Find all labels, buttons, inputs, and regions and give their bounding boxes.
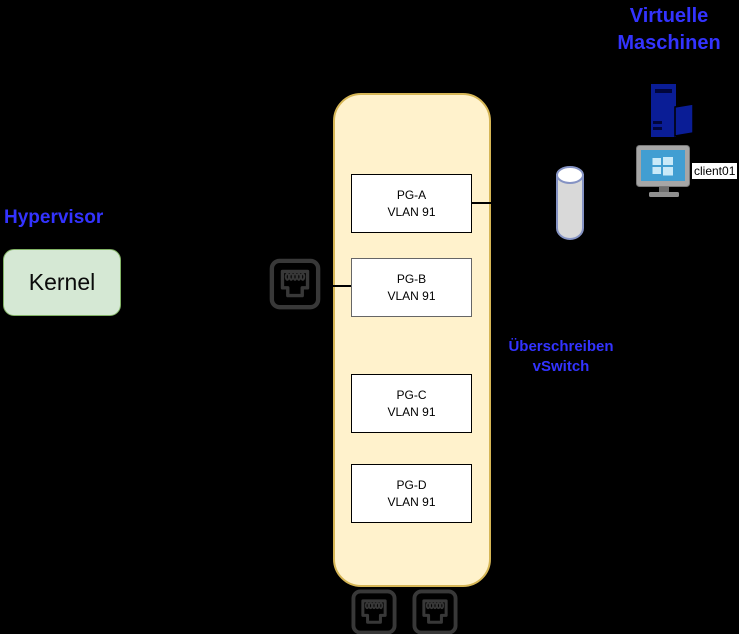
pg-vlan: VLAN 91 xyxy=(387,494,436,509)
pg-vlan: VLAN 91 xyxy=(387,288,436,303)
windows-monitor-icon xyxy=(636,145,690,197)
port-group-pg-c: PG-C VLAN 91 xyxy=(351,374,472,433)
port-group-pg-b: PG-B VLAN 91 xyxy=(351,258,472,317)
kernel-node: Kernel xyxy=(3,249,121,316)
connector-nic-to-pgb xyxy=(316,285,352,287)
pg-name: PG-C xyxy=(396,387,427,402)
cylinder-icon xyxy=(556,166,584,240)
ethernet-port-icon xyxy=(268,257,322,311)
hypervisor-title: Hypervisor xyxy=(4,207,104,228)
pg-name: PG-B xyxy=(396,271,427,286)
ethernet-port-icon xyxy=(412,589,458,634)
kernel-label: Kernel xyxy=(28,269,96,295)
port-group-pg-d: PG-D VLAN 91 xyxy=(351,464,472,523)
pg-vlan: VLAN 91 xyxy=(387,404,436,419)
pg-vlan: VLAN 91 xyxy=(387,204,436,219)
vswitch-title: Überschreiben vSwitch xyxy=(508,338,614,375)
pg-name: PG-A xyxy=(396,187,427,202)
port-group-pg-a: PG-A VLAN 91 xyxy=(351,174,472,233)
vm-name-label: client01 xyxy=(692,163,738,179)
connector-pga-to-vm xyxy=(471,202,639,204)
pg-name: PG-D xyxy=(396,477,427,492)
vm-group-title: Virtuelle Maschinen xyxy=(617,5,721,54)
workstation-tower-icon xyxy=(651,84,694,137)
ethernet-port-icon xyxy=(351,589,397,634)
windows-logo-icon xyxy=(652,157,673,176)
